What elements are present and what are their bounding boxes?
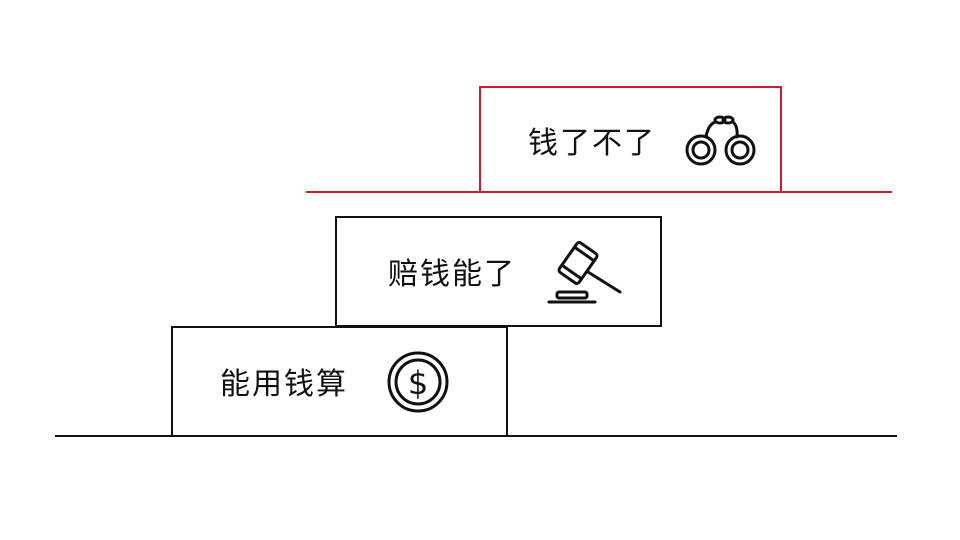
dollar-coin-icon: $ <box>387 351 449 413</box>
step-2-box <box>335 216 662 327</box>
step-3-label: 钱了不了 <box>528 126 656 161</box>
step-2-label: 赔钱能了 <box>388 257 516 292</box>
step-1-label: 能用钱算 <box>220 367 348 402</box>
gavel-icon <box>547 241 622 304</box>
step-1: 能用钱算 $ <box>171 326 508 437</box>
step-1-box <box>171 326 508 437</box>
step-2: 赔钱能了 <box>335 216 662 327</box>
svg-text:$: $ <box>408 364 428 402</box>
step-3: 钱了不了 <box>306 86 892 193</box>
handcuffs-icon <box>685 115 756 166</box>
